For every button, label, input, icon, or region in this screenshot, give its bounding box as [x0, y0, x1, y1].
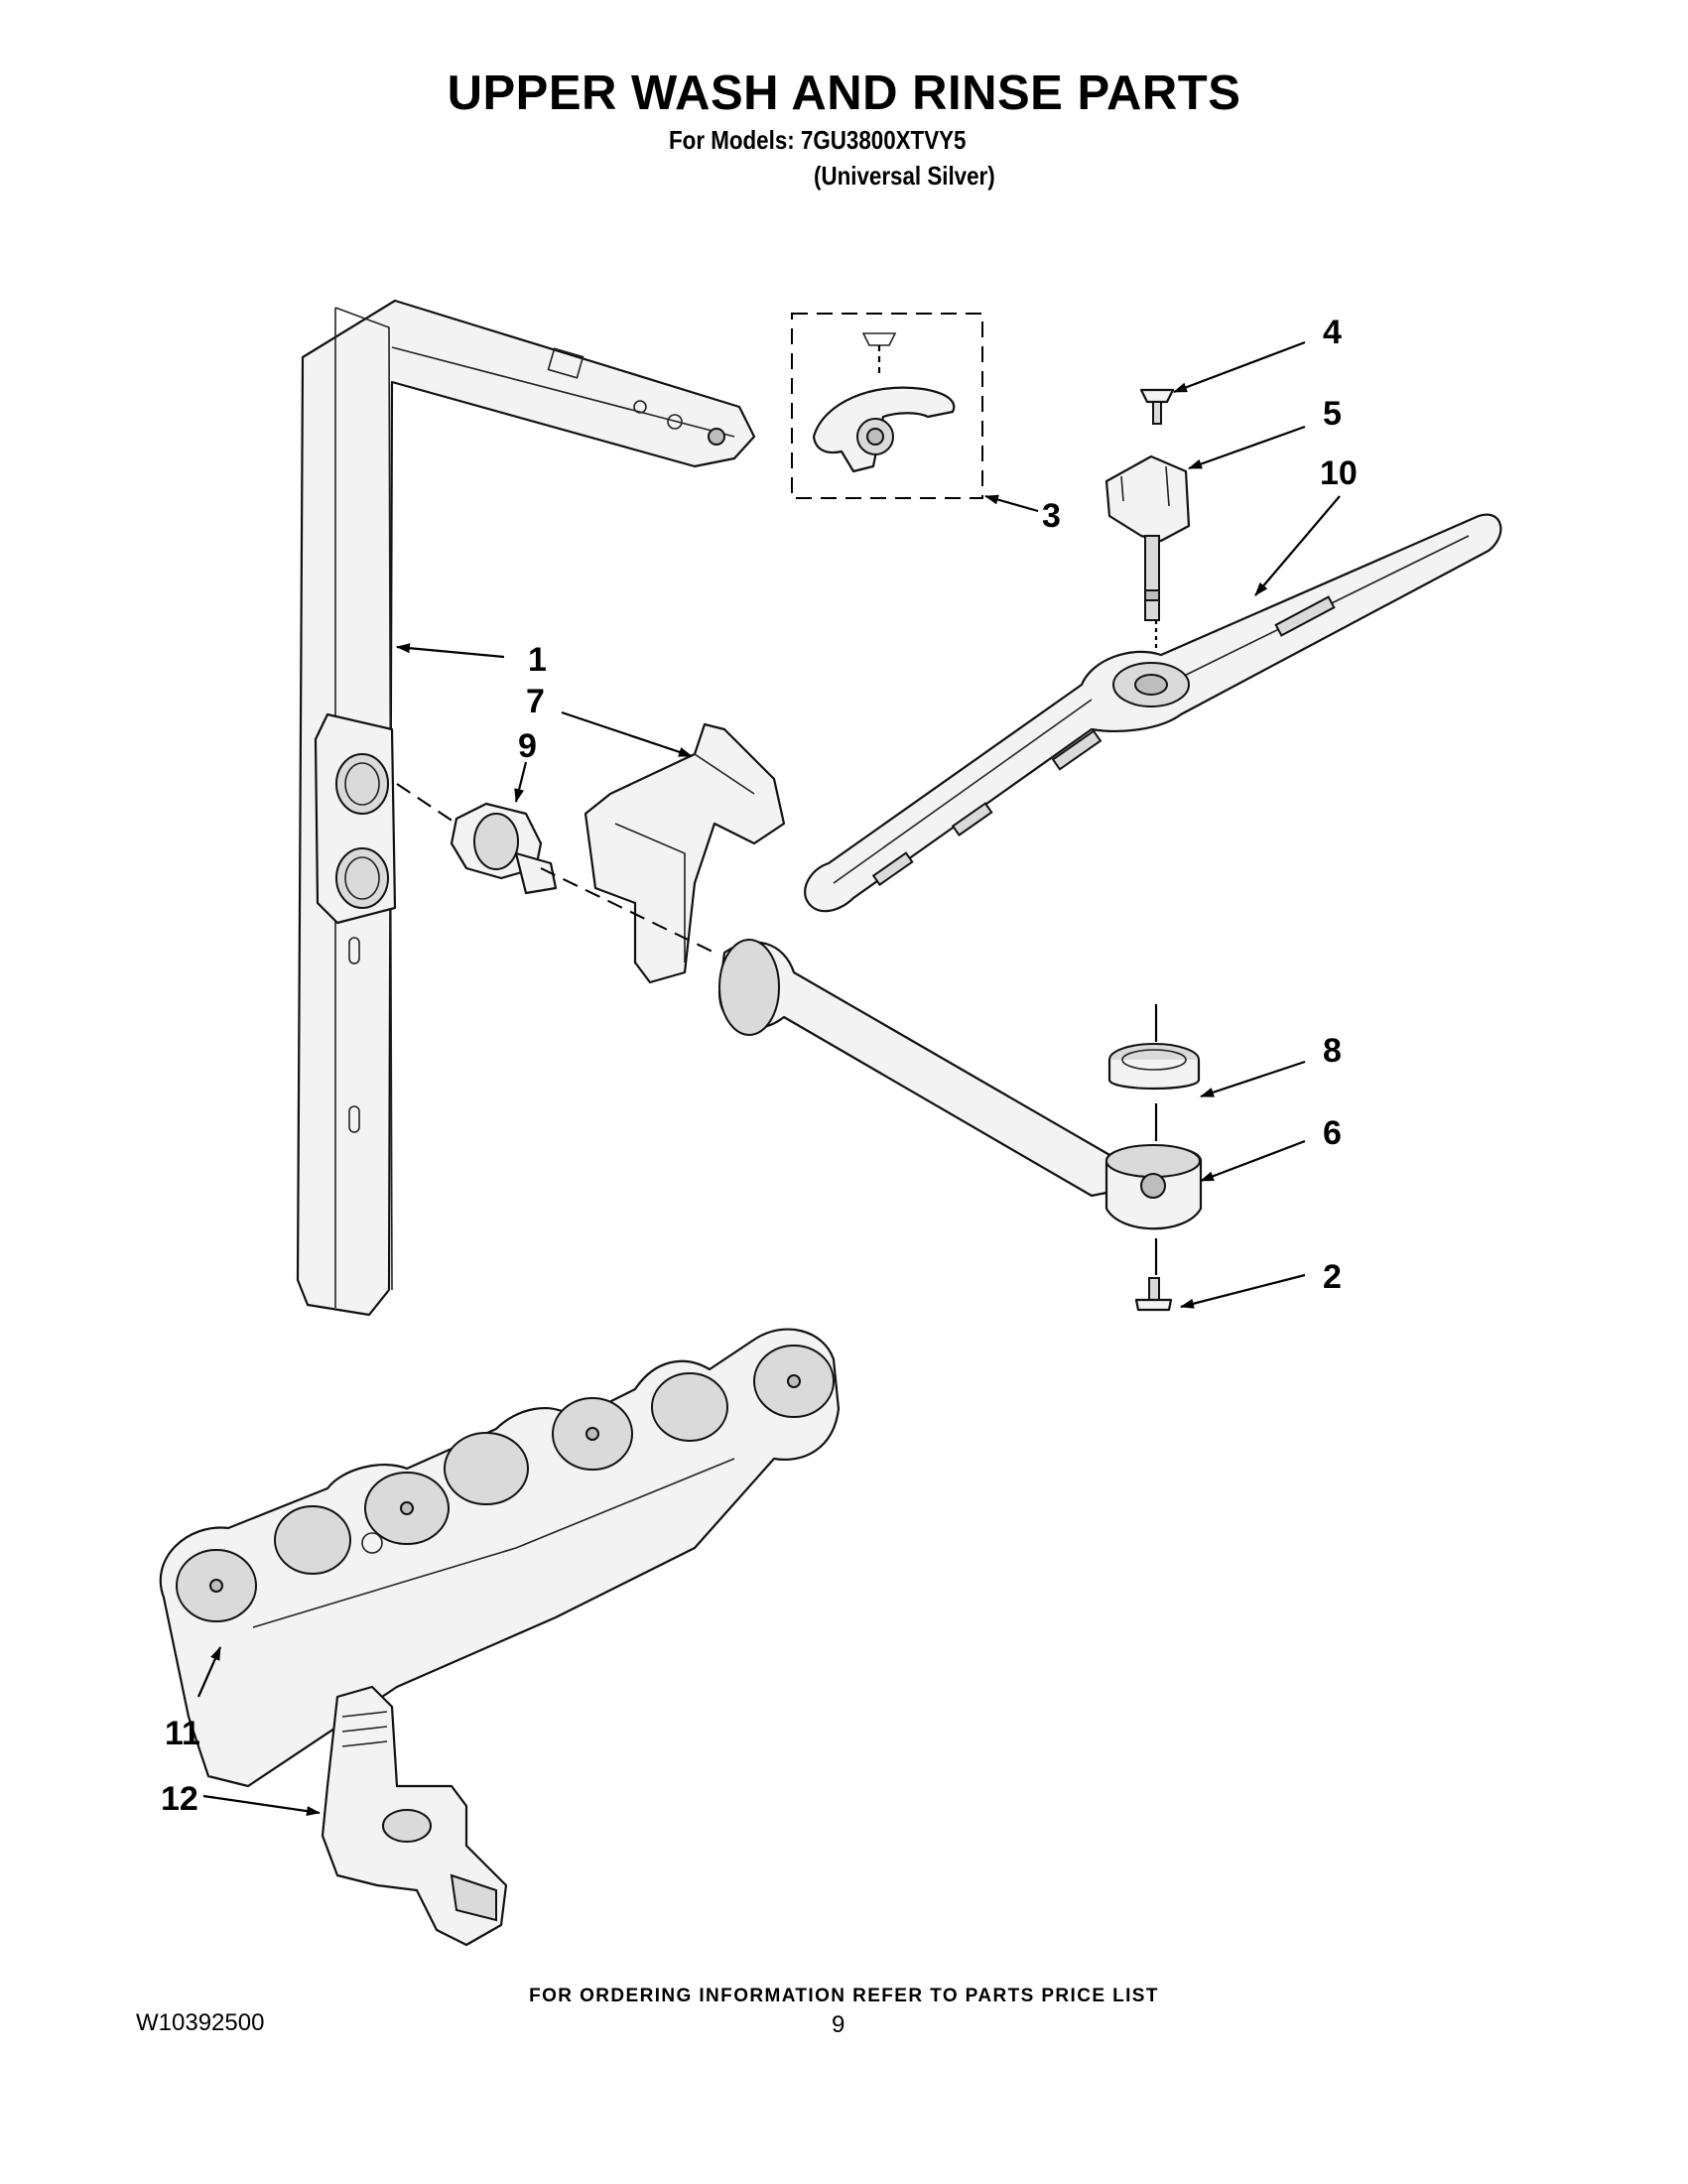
- supply-tube-part-1: [296, 299, 756, 1317]
- clip-part-7: [584, 722, 786, 984]
- callout-12: 12: [161, 1780, 198, 1818]
- callout-7: 7: [526, 683, 545, 720]
- finish-line: (Universal Silver): [814, 161, 995, 191]
- connector-part-12: [321, 1685, 508, 1947]
- callout-9: 9: [518, 727, 537, 765]
- callout-10: 10: [1320, 454, 1358, 492]
- upper-spray-arm-part-10: [804, 513, 1502, 913]
- jet-manifold-part-11: [159, 1328, 841, 1788]
- callout-5: 5: [1323, 395, 1342, 433]
- spray-arm-manifold: [717, 939, 1118, 1198]
- ordering-note: FOR ORDERING INFORMATION REFER TO PARTS …: [529, 1986, 1159, 2006]
- page-title: UPPER WASH AND RINSE PARTS: [447, 66, 1241, 120]
- screw-part-4: [1139, 388, 1175, 425]
- models-line: For Models: 7GU3800XTVY5: [669, 125, 967, 155]
- ring-seal-part-8: [1107, 1043, 1201, 1091]
- page-number: 9: [832, 2011, 845, 2038]
- document-number: W10392500: [136, 2009, 265, 2036]
- bracket-part-5: [1104, 454, 1191, 621]
- callout-11: 11: [165, 1715, 200, 1752]
- bearing-assembly-part-3: [791, 313, 983, 499]
- callout-3: 3: [1042, 497, 1061, 535]
- callout-1: 1: [528, 641, 547, 679]
- callout-8: 8: [1323, 1032, 1342, 1070]
- hub-part-6: [1104, 1144, 1203, 1230]
- connector-part-9: [450, 802, 558, 895]
- callout-6: 6: [1323, 1114, 1342, 1152]
- callout-4: 4: [1323, 314, 1342, 351]
- callout-2: 2: [1323, 1258, 1342, 1296]
- leader-lines: [196, 340, 1341, 1817]
- screw-part-2: [1134, 1277, 1173, 1312]
- callout-labels: 1 2 3 4 5 6 7 8 9 10 11 12: [161, 314, 1358, 1818]
